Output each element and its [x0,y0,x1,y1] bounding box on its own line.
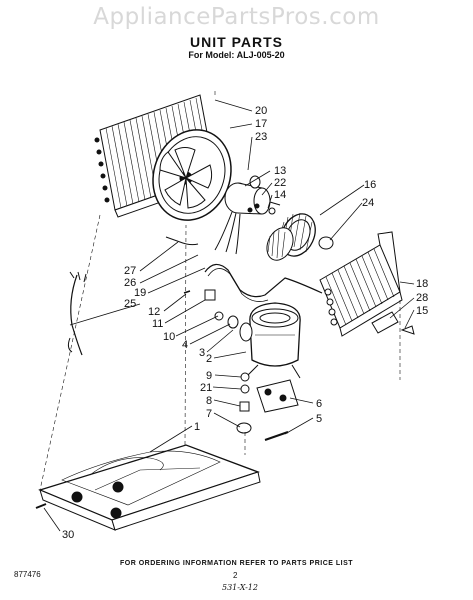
callout-18: 18 [416,278,428,290]
callout-30: 30 [62,529,74,541]
callout-10: 10 [163,331,175,343]
callout-26: 26 [124,277,136,289]
base-pan [38,444,261,531]
ordering-note: FOR ORDERING INFORMATION REFER TO PARTS … [119,560,354,567]
callout-20: 20 [255,105,267,117]
callout-28: 28 [416,292,428,304]
callout-3: 3 [199,347,205,359]
document-number: 877476 [14,570,41,579]
callout-25: 25 [124,298,136,310]
callout-11: 11 [152,318,163,330]
callout-12: 12 [148,306,160,318]
callout-7: 7 [206,408,212,420]
callout-22: 22 [274,177,286,189]
callout-21: 21 [200,382,212,394]
callout-numbers: 20 17 23 13 22 14 16 24 27 26 19 25 18 2… [62,105,428,541]
callout-2: 2 [206,353,212,365]
callout-19: 19 [134,287,146,299]
callout-6: 6 [316,398,322,410]
callout-9: 9 [206,370,212,382]
callout-24: 24 [362,197,374,209]
callout-15: 15 [416,305,428,317]
callout-13: 13 [274,165,286,177]
callout-27: 27 [124,265,136,277]
handwritten-note: 531-X-12 [222,583,258,592]
watermark: AppliancePartsPros.com [93,4,380,30]
callout-23: 23 [255,131,267,143]
fan-motor [214,182,281,255]
callout-8: 8 [206,395,212,407]
compressor [239,302,301,379]
callout-14: 14 [274,189,286,201]
page-title: UNIT PARTS [190,34,283,50]
callout-1: 1 [194,421,200,433]
page-number: 2 [233,571,238,580]
evaporator-coil [319,231,403,337]
callout-17: 17 [255,118,267,130]
callout-5: 5 [316,413,322,425]
blower-wheel [266,212,316,261]
callout-16: 16 [364,179,376,191]
callout-4: 4 [182,339,188,351]
model-label: For Model: ALJ-005-20 [188,50,285,60]
